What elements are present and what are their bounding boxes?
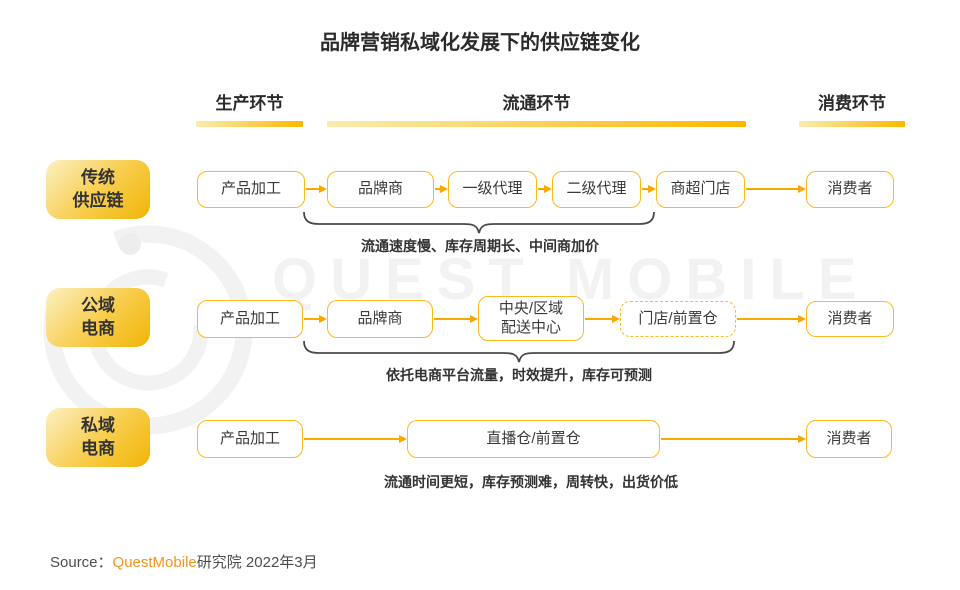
column-header-consumption: 消费环节 [818, 94, 886, 113]
row-annotation: 流通时间更短，库存预测难，周转快，出货价低 [384, 474, 678, 490]
row-label-traditional-supply-chain: 传统 供应链 [46, 160, 150, 219]
row-label-public-domain-ecommerce: 公域 电商 [46, 288, 150, 347]
arrow-right-icon [304, 434, 407, 443]
flow-node: 商超门店 [656, 171, 745, 208]
flow-node: 消费者 [806, 301, 894, 337]
row-annotation: 依托电商平台流量，时效提升，库存可预测 [386, 367, 652, 383]
flow-node: 中央/区域 配送中心 [478, 296, 584, 341]
row-label-line: 电商 [81, 318, 115, 338]
row-label-line: 传统 [81, 168, 115, 188]
flow-node: 消费者 [806, 420, 892, 458]
flow-node: 一级代理 [448, 171, 537, 208]
row-label-line: 供应链 [72, 190, 124, 210]
header-underline-production [196, 121, 303, 127]
flow-node: 产品加工 [197, 171, 305, 208]
arrow-right-icon [642, 184, 656, 193]
row-label-line: 私域 [81, 416, 115, 436]
source-line: Source：QuestMobile研究院 2022年3月 [50, 551, 318, 572]
arrow-right-icon [435, 184, 448, 193]
row-label-line: 公域 [81, 296, 115, 316]
arrow-right-icon [661, 434, 806, 443]
row-annotation: 流通速度慢、库存周期长、中间商加价 [361, 238, 599, 254]
arrow-right-icon [434, 314, 478, 323]
underbrace [303, 211, 655, 234]
source-prefix: Source： [50, 554, 113, 571]
row-label-line: 电商 [81, 438, 115, 458]
arrow-right-icon [746, 184, 806, 193]
flow-node: 二级代理 [552, 171, 641, 208]
page-title: 品牌营销私域化发展下的供应链变化 [320, 32, 640, 54]
flow-node: 产品加工 [197, 420, 303, 458]
flow-node: 产品加工 [197, 300, 303, 338]
arrow-right-icon [538, 184, 552, 193]
arrow-right-icon [304, 314, 327, 323]
header-underline-circulation [327, 121, 746, 127]
arrow-right-icon [585, 314, 620, 323]
flow-node: 消费者 [806, 171, 894, 208]
underbrace [303, 340, 735, 363]
row-label-private-domain-ecommerce: 私域 电商 [46, 408, 150, 467]
flow-node: 品牌商 [327, 300, 433, 338]
arrow-right-icon [737, 314, 806, 323]
flow-node: 直播仓/前置仓 [407, 420, 660, 458]
flow-node-dashed: 门店/前置仓 [620, 301, 736, 337]
flow-node: 品牌商 [327, 171, 434, 208]
source-brand: QuestMobile [112, 554, 197, 571]
header-underline-consumption [799, 121, 905, 127]
column-header-production: 生产环节 [215, 94, 284, 113]
arrow-right-icon [306, 184, 327, 193]
source-suffix: 研究院 2022年3月 [196, 554, 318, 571]
column-header-circulation: 流通环节 [502, 94, 571, 113]
